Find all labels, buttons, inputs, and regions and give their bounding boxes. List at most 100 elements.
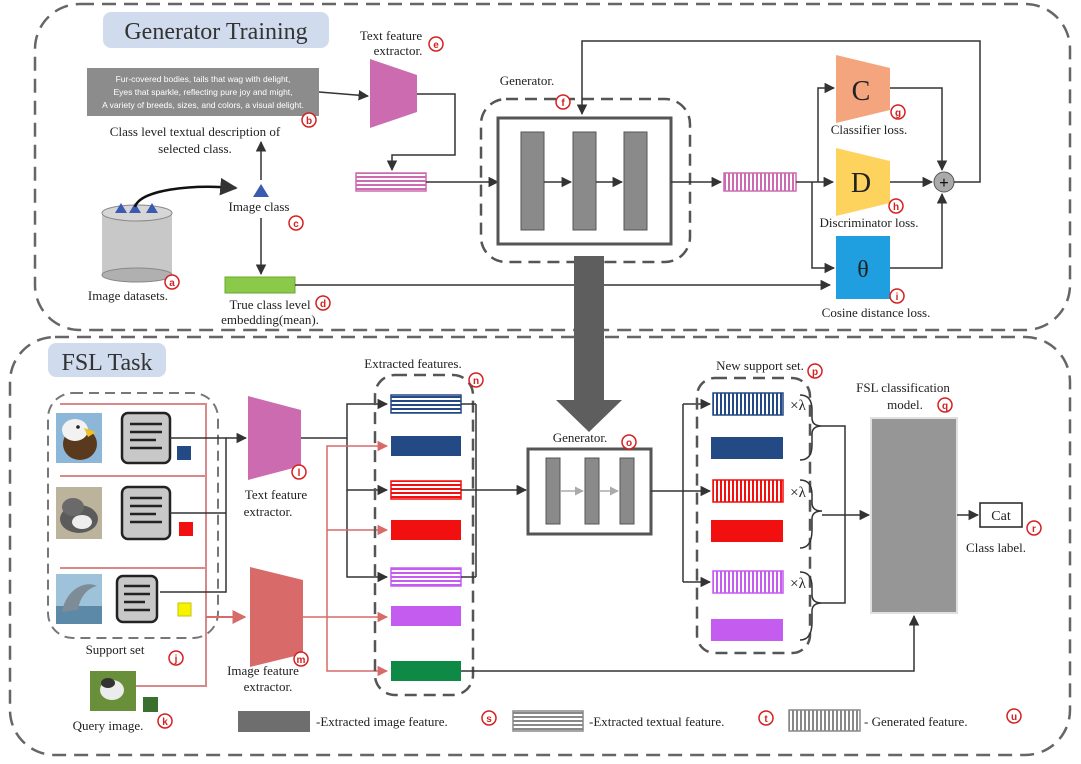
eagle-generated-feature [712, 392, 784, 416]
dolphin-class-square [177, 602, 192, 617]
true-class-embedding-bar [224, 276, 296, 294]
eagle-image-feature [391, 436, 461, 456]
text-extractor-label-1: Text feature [360, 28, 422, 43]
svg-text:t: t [764, 714, 768, 725]
generated-to-cosine-arrow [811, 182, 836, 274]
legend-generated-text: - Generated feature. [864, 714, 968, 729]
fsl-task-title: FSL Task [61, 350, 152, 376]
true-class-label-2: embedding(mean). [221, 312, 319, 327]
marker-a: a [164, 274, 180, 290]
legend-image-swatch [238, 711, 310, 732]
generator-top-layer-1 [520, 131, 545, 231]
text-extractor-bottom-label-1: Text feature [245, 487, 307, 502]
legend-generated-swatch [788, 709, 861, 732]
marker-f: f [555, 94, 571, 110]
cat-image-feature [391, 520, 461, 540]
description-line-1: Fur-covered bodies, tails that wag with … [116, 74, 291, 84]
class-description-box [87, 68, 319, 116]
svg-text:k: k [162, 717, 168, 728]
legend-text-text: -Extracted textual feature. [589, 714, 724, 729]
eagle-lambda: ×λ [790, 398, 806, 414]
discriminator-symbol: D [851, 168, 871, 199]
new-support-set-box [695, 376, 812, 655]
marker-l: l [291, 464, 307, 480]
image-extractor-label-1: Image feature [227, 663, 299, 678]
classifier-to-sum-arrow [890, 87, 948, 172]
svg-text:l: l [298, 468, 301, 479]
eagle-image [56, 413, 102, 463]
marker-m: m [293, 651, 309, 667]
dolphin-text-feature [390, 567, 462, 587]
svg-text:r: r [1032, 524, 1036, 535]
text-feature-extractor-top [370, 59, 417, 128]
svg-text:i: i [896, 292, 899, 303]
generator-top-label: Generator. [500, 73, 555, 88]
text-extractor-label-2: extractor. [374, 43, 423, 58]
legend-image-text: -Extracted image feature. [316, 714, 448, 729]
query-green-square [143, 697, 158, 712]
generator-top-layer-3 [623, 131, 648, 231]
image-bus-to-green-image [326, 617, 389, 677]
fsl-model-label-2: model. [887, 397, 923, 412]
svg-text:g: g [895, 108, 901, 119]
support-set-label: Support set [86, 642, 145, 657]
cosine-loss-label: Cosine distance loss. [822, 305, 931, 320]
generator-bottom-label: Generator. [553, 430, 608, 445]
generator-top-layer-2 [572, 131, 597, 231]
dolphin-image-feature [391, 606, 461, 626]
svg-text:q: q [942, 401, 948, 412]
query-image [90, 671, 136, 711]
marker-o: o [621, 434, 637, 450]
big-down-arrow [556, 256, 622, 432]
image-extractor-label-2: extractor. [244, 679, 293, 694]
discriminator-block [836, 148, 890, 216]
loss-feedback-arrow [576, 40, 981, 183]
marker-s: s [481, 710, 497, 726]
image-class-label: Image class [228, 199, 289, 214]
marker-c: c [288, 215, 304, 231]
marker-e: e [428, 36, 444, 52]
svg-text:n: n [473, 376, 479, 387]
docs-to-text-extractor-line [160, 437, 227, 593]
generator-training-title-bg [103, 12, 329, 48]
classifier-loss-label: Classifier loss. [831, 122, 908, 137]
support-set-box [47, 392, 219, 639]
marker-q: q [937, 397, 953, 413]
cat-text-doc-icon [120, 485, 172, 541]
marker-t: t [758, 710, 774, 726]
training-generated-feature [723, 172, 797, 192]
fsl-model-label-1: FSL classification [856, 380, 950, 395]
dolphin-text-doc-icon [115, 574, 159, 624]
marker-u: u [1006, 708, 1022, 724]
text-extractor-bottom-label-2: extractor. [244, 504, 293, 519]
generator-bottom-layer-1 [545, 457, 561, 525]
eagle-text-doc-icon [120, 411, 172, 465]
marker-r: r [1026, 520, 1042, 536]
true-class-label-1: True class level [229, 297, 311, 312]
marker-n: n [468, 372, 484, 388]
marker-k: k [157, 713, 173, 729]
query-image-label: Query image. [73, 718, 144, 733]
image-datasets-label: Image datasets. [88, 288, 168, 303]
query-image-feature [391, 661, 461, 681]
description-caption-2: selected class. [158, 141, 232, 156]
cat-image [56, 487, 102, 539]
marker-i: i [889, 288, 905, 304]
text-extractor-to-features-bus [301, 398, 389, 439]
description-line-2: Eyes that sparkle, reflecting pure joy a… [113, 87, 292, 97]
cat-lambda: ×λ [790, 485, 806, 501]
text-feature-extractor-bottom [248, 396, 301, 480]
fsl-classification-model [870, 417, 958, 614]
description-caption-1: Class level textual description of [110, 124, 281, 139]
svg-text:a: a [169, 278, 175, 289]
extracted-features-box [373, 373, 475, 697]
marker-d: d [315, 295, 331, 311]
classifier-block [836, 55, 890, 123]
description-to-text-extractor-arrow [318, 89, 370, 101]
eagle-class-square [177, 446, 191, 460]
image-feature-extractor [250, 567, 303, 667]
training-text-feature [355, 172, 427, 192]
cat-text-feature [390, 480, 462, 500]
svg-text:o: o [626, 438, 632, 449]
